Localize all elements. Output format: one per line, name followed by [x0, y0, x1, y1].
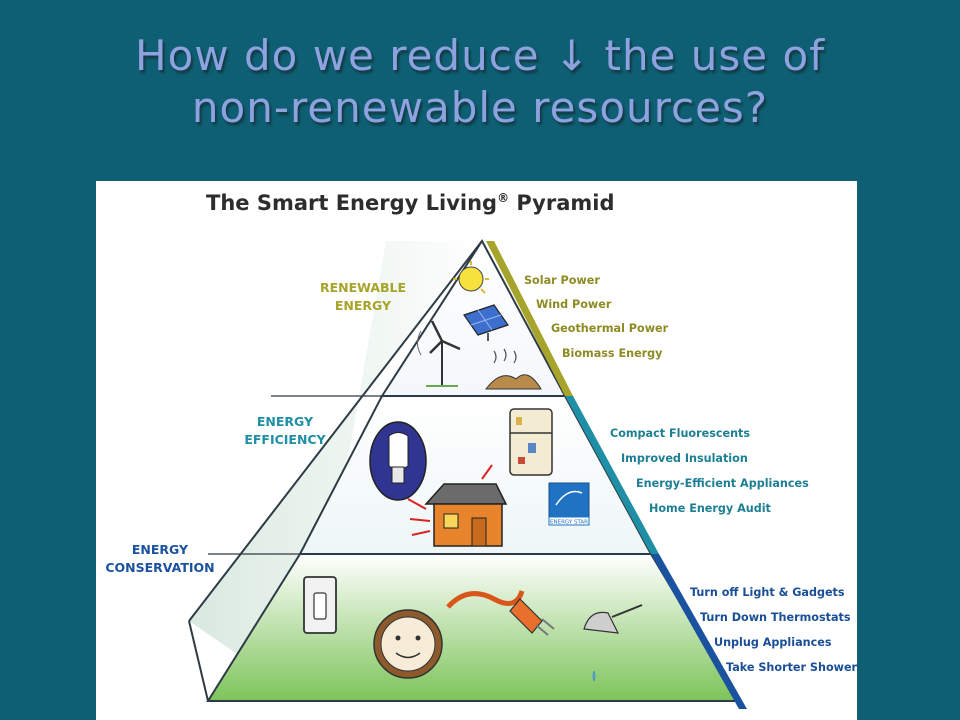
list-item-turn-off-lights: Turn off Light & Gadgets [690, 586, 845, 599]
biomass-icon [484, 348, 542, 390]
energy-star-label: ENERGY STAR [550, 520, 588, 526]
tier-label-conservation-line2: CONSERVATION [105, 560, 215, 575]
pyramid-diagram: ENERGY STAR [188, 239, 747, 709]
list-item-wind-power: Wind Power [536, 298, 612, 311]
house-icon [407, 464, 508, 547]
band-efficiency [565, 396, 659, 554]
pyramid-tier-conservation [206, 553, 741, 702]
thermostat-icon [373, 609, 443, 679]
pyramid-title-suffix: Pyramid [509, 191, 615, 215]
slide-title-line-1: How do we reduce ↓ the use of [135, 31, 825, 80]
band-conservation [651, 554, 747, 709]
tier-label-renewable-line1: RENEWABLE [319, 280, 407, 295]
cfl-bulb-icon [369, 421, 427, 501]
list-item-unplug-appliances: Unplug Appliances [714, 636, 832, 649]
tier-label-efficiency-line2: EFFICIENCY [244, 432, 326, 447]
list-item-solar-power: Solar Power [524, 274, 600, 287]
band-renewable [486, 241, 573, 396]
list-item-compact-fluorescents: Compact Fluorescents [610, 427, 751, 440]
tier-label-efficiency-line1: ENERGY [256, 414, 314, 429]
pyramid-side-face [189, 241, 482, 701]
solar-panel-icon [463, 304, 509, 341]
pyramid-title-text: The Smart Energy Living [206, 191, 498, 215]
list-item-turn-down-thermostats: Turn Down Thermostats [700, 611, 851, 624]
list-item-biomass-energy: Biomass Energy [562, 347, 663, 360]
tier-label-efficiency: ENERGY EFFICIENCY [220, 413, 350, 449]
list-item-home-energy-audit: Home Energy Audit [649, 502, 771, 515]
registered-mark: ® [497, 191, 510, 205]
list-item-geothermal-power: Geothermal Power [551, 322, 669, 335]
sun-icon [453, 261, 489, 294]
slide-title: How do we reduce ↓ the use of non-renewa… [0, 30, 960, 134]
list-item-improved-insulation: Improved Insulation [621, 452, 748, 465]
tier-label-renewable-line2: ENERGY [334, 298, 392, 313]
pyramid-panel: ENERGY STAR The Smart Energy Living® Pyr… [96, 181, 857, 720]
plug-icon [446, 590, 555, 636]
shower-head-icon [583, 604, 643, 682]
tier-label-conservation-line1: ENERGY [131, 542, 189, 557]
pyramid-title: The Smart Energy Living® Pyramid [206, 191, 706, 215]
list-item-take-shorter-showers: Take Shorter Showers [726, 661, 857, 674]
tier-label-renewable: RENEWABLE ENERGY [298, 279, 428, 315]
light-switch-icon [303, 576, 337, 634]
list-item-energy-efficient-appliances: Energy-Efficient Appliances [636, 477, 809, 490]
slide-title-line-2: non-renewable resources? [191, 83, 769, 132]
refrigerator-icon [509, 408, 553, 476]
tier-label-conservation: ENERGY CONSERVATION [96, 541, 224, 577]
energy-star-icon: ENERGY STAR [548, 482, 590, 526]
wind-turbine-icon [417, 320, 461, 387]
